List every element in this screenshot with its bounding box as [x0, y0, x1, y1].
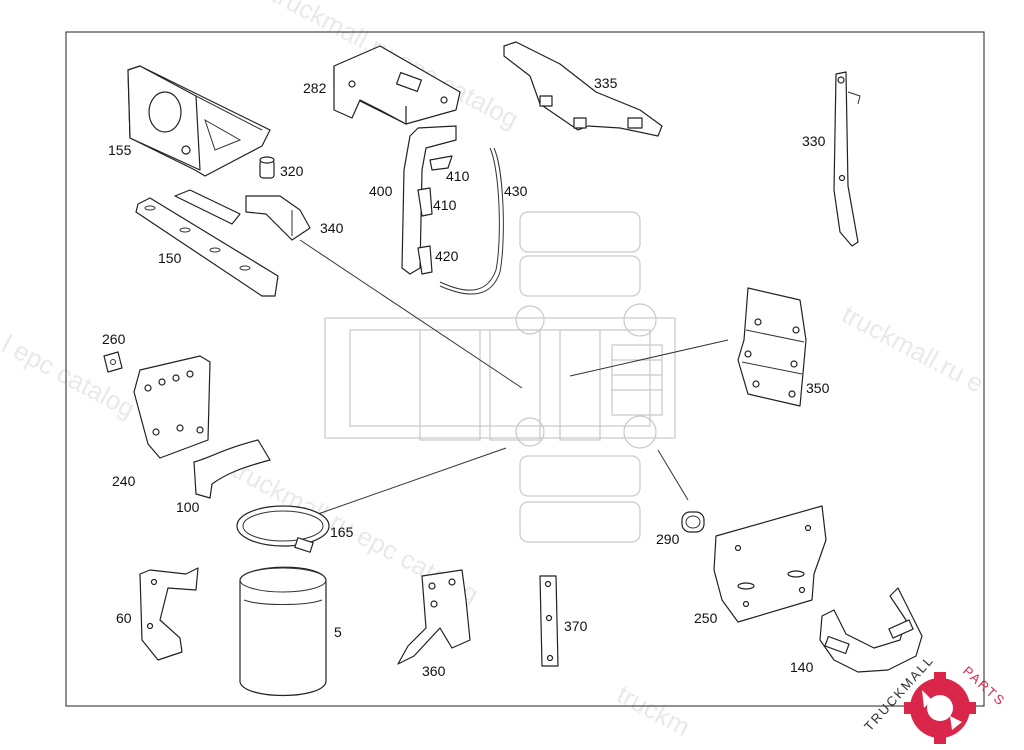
label-430: 430 [504, 183, 528, 199]
label-100: 100 [176, 499, 200, 515]
part-250-plate [713, 505, 827, 623]
part-150-plate [135, 189, 279, 297]
label-330: 330 [802, 133, 826, 149]
label-410-bottom: 410 [433, 197, 457, 213]
label-360: 360 [422, 663, 446, 679]
part-340-bracket [245, 195, 311, 241]
label-260: 260 [102, 331, 126, 347]
part-400-strap [401, 125, 457, 275]
label-60: 60 [116, 610, 132, 626]
label-250: 250 [694, 610, 718, 626]
watermark-right: truckmall.ru e [837, 299, 989, 399]
part-330-rod [833, 71, 861, 247]
part-100-guard [193, 439, 271, 499]
part-260-nut [103, 351, 123, 373]
part-labels: 155 320 150 340 282 335 330 400 410 410 … [102, 75, 830, 679]
label-140: 140 [790, 659, 814, 675]
label-340: 340 [320, 220, 344, 236]
label-5: 5 [334, 624, 342, 640]
label-282: 282 [303, 80, 327, 96]
part-430-strap [439, 147, 504, 295]
label-240: 240 [112, 473, 136, 489]
part-5-airspring [239, 566, 327, 696]
part-155-bracket [127, 65, 271, 177]
label-155: 155 [108, 142, 132, 158]
part-320-bushing [259, 156, 275, 179]
part-335-bracket [503, 41, 663, 137]
label-290: 290 [656, 531, 680, 547]
label-150: 150 [158, 250, 182, 266]
part-350-plate [737, 287, 807, 407]
part-282-crossmember [333, 45, 461, 125]
part-360-bracket [397, 569, 471, 665]
label-420: 420 [435, 248, 459, 264]
watermark-bottom: truckm [612, 679, 695, 742]
chassis-outline [324, 211, 676, 543]
label-400: 400 [369, 183, 393, 199]
label-350: 350 [806, 380, 830, 396]
label-335: 335 [594, 75, 618, 91]
part-370-bar [539, 575, 559, 667]
label-165: 165 [330, 524, 354, 540]
part-290-bushing [681, 511, 705, 533]
gear-icon [904, 672, 976, 744]
leader-lines [299, 239, 729, 515]
label-320: 320 [280, 163, 304, 179]
part-140-bracket [819, 587, 923, 673]
label-410-top: 410 [446, 168, 470, 184]
part-240-plate [133, 355, 211, 459]
part-60-bracket [139, 567, 199, 661]
label-370: 370 [564, 618, 588, 634]
part-165-clamp [236, 505, 330, 553]
diagram-frame [65, 31, 985, 707]
